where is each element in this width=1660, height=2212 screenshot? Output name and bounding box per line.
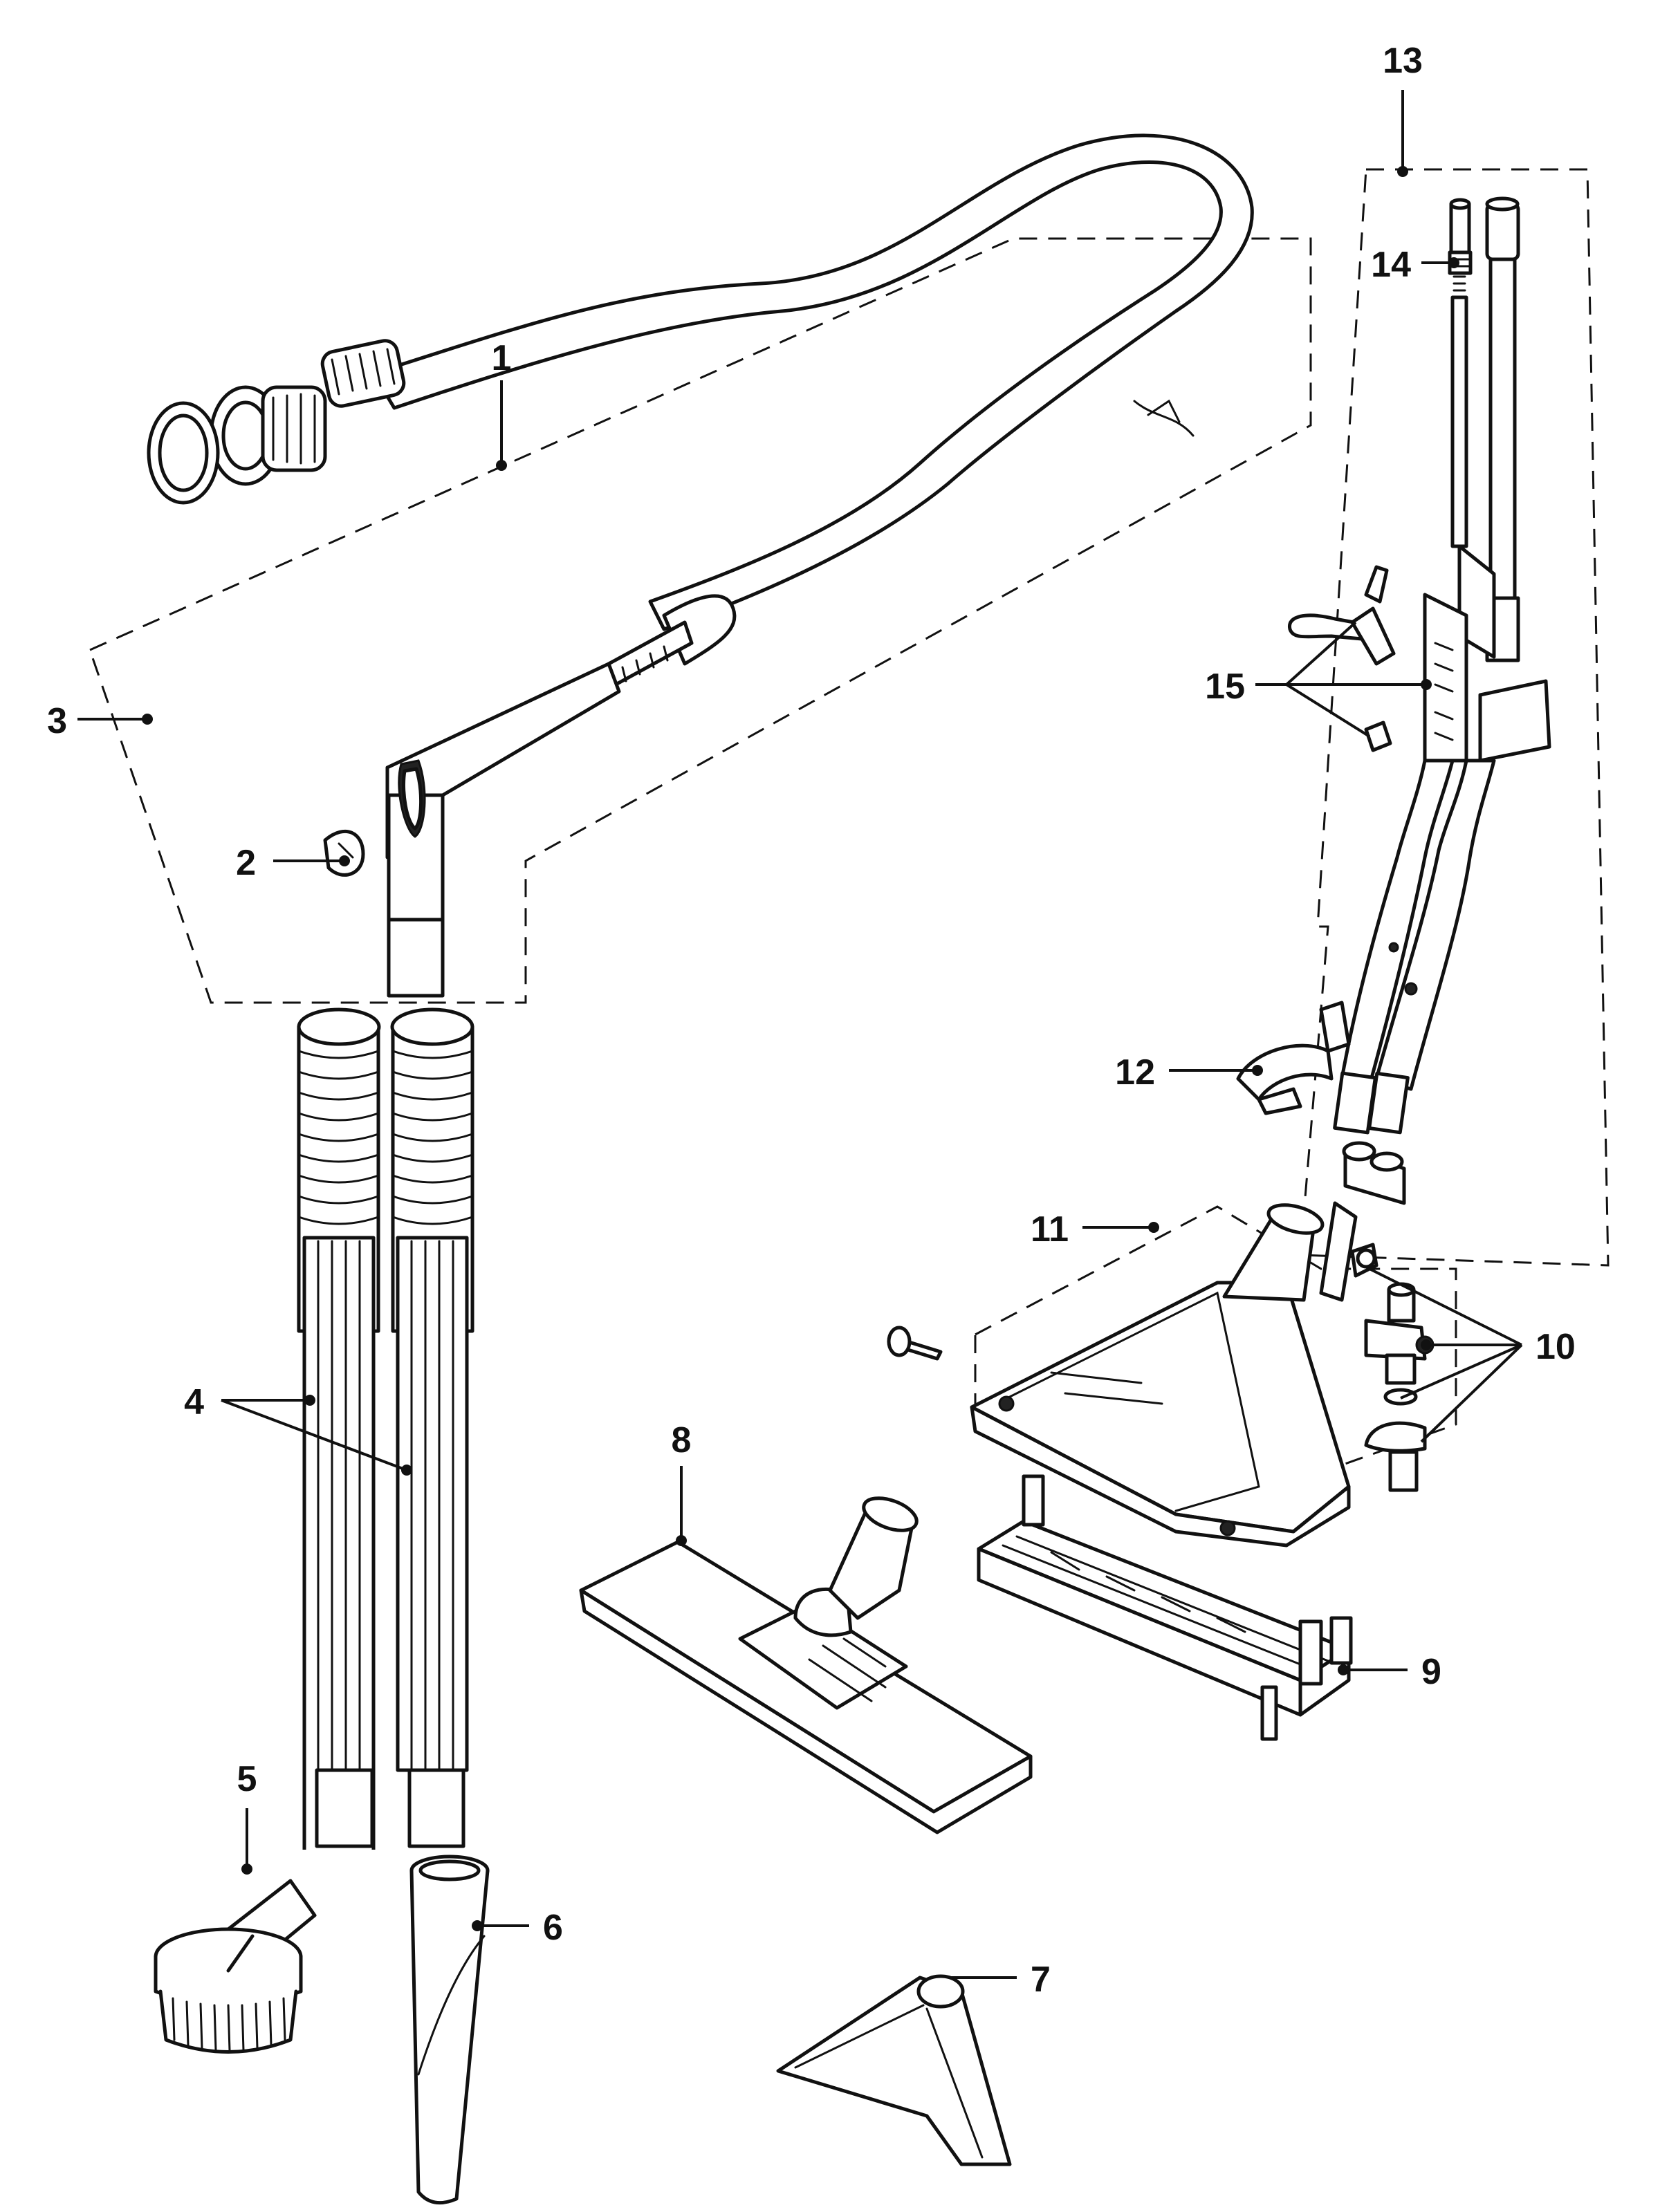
callout-1: 1 — [492, 338, 512, 378]
leader-dot-14 — [1448, 257, 1459, 268]
callout-9: 9 — [1421, 1652, 1441, 1692]
trigger-parts — [1288, 565, 1396, 752]
leader-15c — [1285, 683, 1371, 738]
crevice-tool — [409, 1855, 490, 2205]
callout-10: 10 — [1536, 1327, 1576, 1367]
leader-4b — [221, 1399, 405, 1471]
callout-11: 11 — [1031, 1209, 1069, 1249]
leader-10b — [1369, 1267, 1522, 1346]
leader-15a — [1285, 621, 1357, 686]
leader-dot-10 — [1421, 1339, 1432, 1350]
leader-dot-5 — [241, 1864, 252, 1875]
callout-labels: 1 2 3 4 5 6 7 8 9 10 11 12 13 14 15 — [47, 41, 1576, 2000]
leader-dot-1 — [496, 460, 507, 471]
tube-fitting — [1452, 275, 1466, 292]
leader-dot-4a — [304, 1395, 315, 1406]
callout-2: 2 — [236, 843, 256, 883]
leader-dot-8 — [676, 1535, 687, 1546]
spray-wand-assembly — [1319, 196, 1551, 1302]
callout-12: 12 — [1115, 1052, 1155, 1093]
leader-dot-9 — [1338, 1664, 1349, 1675]
leader-dot-3 — [142, 714, 153, 725]
leader-10c — [1400, 1344, 1522, 1400]
nozzle-tray — [977, 1474, 1353, 1741]
hose-assembly — [209, 133, 1254, 998]
leader-10d — [1420, 1344, 1523, 1443]
callout-7: 7 — [1031, 1960, 1051, 2000]
callout-13: 13 — [1383, 41, 1423, 81]
spray-nozzle-housing — [887, 1203, 1351, 1548]
hose-clamp — [1236, 1001, 1351, 1115]
leader-dot-13 — [1397, 166, 1408, 177]
leader-dot-2 — [339, 855, 350, 866]
callout-3: 3 — [47, 701, 67, 741]
dusting-brush — [154, 1879, 317, 2054]
group-outline-hose-assembly — [89, 237, 1312, 1004]
leader-dot-6 — [472, 1920, 483, 1931]
callout-8: 8 — [672, 1420, 692, 1460]
upholstery-tool — [776, 1974, 1012, 2166]
floor-tool — [579, 1496, 1033, 1834]
leader-dot-15 — [1421, 679, 1432, 690]
leader-dot-11 — [1148, 1222, 1159, 1233]
group-outline-wand-assembly — [1299, 168, 1610, 1267]
callout-14: 14 — [1371, 245, 1411, 285]
callout-5: 5 — [237, 1759, 257, 1799]
ring-washer — [147, 401, 220, 505]
leader-dot-12 — [1252, 1065, 1263, 1076]
callout-4: 4 — [184, 1382, 204, 1422]
clip — [323, 830, 365, 877]
group-outline-nozzle-assembly — [974, 1205, 1457, 1488]
callout-6: 6 — [543, 1908, 563, 1948]
leader-dot-4b — [401, 1465, 412, 1476]
callout-leaders — [77, 90, 1523, 1979]
callout-15: 15 — [1205, 667, 1245, 707]
